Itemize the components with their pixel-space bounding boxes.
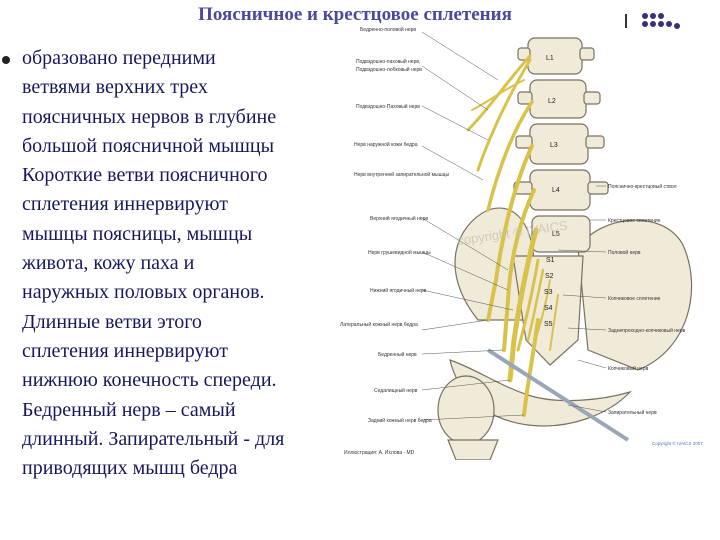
figure-label: Половой нерв	[608, 249, 641, 256]
figure-label: Копчиковое сплетение	[608, 296, 661, 302]
body-line: живота, кожу паха и	[22, 252, 195, 275]
body-line: образовано передними	[22, 47, 216, 69]
figure-label: Нерв внутренней запирательной мышцы	[354, 171, 449, 178]
slide-title: Поясничное и крестцовое сплетения	[198, 4, 512, 25]
instrument-rod	[486, 348, 630, 442]
corner-decoration-icon	[625, 13, 680, 29]
figure-label: Заднепроходно-копчиковый нерв	[608, 327, 686, 334]
body-line: ветвями верхних трех	[22, 76, 208, 99]
figure-label: Подвздошно-паховый нерв,	[356, 58, 420, 65]
figure-label: Нерв наружной кожи бедра	[354, 141, 418, 148]
body-line: наружных половых органов.	[22, 281, 265, 304]
body-line: сплетения иннервируют	[22, 339, 228, 362]
figure-label: Подвздошно-лобковый нерв	[356, 66, 422, 73]
body-line: нижнюю конечность спереди.	[22, 369, 277, 392]
figure-label: Нерв грушевидной мышцы	[368, 249, 431, 256]
figure-label: Копчиковый нерв	[608, 365, 649, 372]
figure-label: Пояснично-крестцовый ствол	[608, 183, 677, 190]
vertebral-column	[513, 37, 609, 253]
lumbosacral-plexus-illustration: L1 L2 L3 L4 L5 S1 S2 S3 S4 S5 Бедренно-п…	[340, 26, 703, 460]
figure-label: Бедренный нерв	[378, 351, 417, 358]
bullet-icon	[2, 56, 10, 64]
figure-label: Запирательный нерв	[608, 409, 657, 416]
vertebra-label: L1	[546, 55, 554, 62]
figure-label: Задний кожный нерв бедра	[368, 417, 432, 424]
body-line: поясничных нервов в глубине	[22, 105, 277, 128]
vertebra-label: S3	[544, 289, 553, 296]
copyright-note: Copyright © IVAICS 2007	[652, 440, 703, 446]
body-line: сплетения иннервируют	[22, 193, 228, 216]
body-text: образовано передними ветвями верхних тре…	[22, 44, 328, 484]
body-line: приводящих мышц бедра	[22, 457, 238, 480]
vertebra-label: S1	[546, 257, 555, 264]
body-line: мышцы поясницы, мышцы	[22, 222, 253, 245]
vertebra-label: L2	[548, 98, 556, 105]
vertebra-label: S5	[544, 321, 553, 328]
body-line: Длинные ветви этого	[22, 310, 202, 333]
vertebra-label: L4	[552, 187, 560, 194]
body-line: Бедренный нерв – самый	[22, 398, 236, 421]
vertebra-label: L5	[552, 231, 560, 238]
nerve-paths	[466, 54, 559, 417]
figure-label: Верхний ягодичный нерв	[370, 215, 428, 222]
vertebra-label: L3	[550, 142, 558, 149]
figure-label: Нижний ягодичный нерв	[370, 287, 427, 294]
body-line: длинный. Запирательный - для	[22, 427, 285, 450]
body-line: Короткие ветви поясничного	[22, 164, 268, 187]
figure-label: Крестцовое сплетение	[608, 218, 661, 224]
vertebra-label: S2	[545, 273, 554, 280]
figure-label: Бедренно-половой нерв	[360, 26, 416, 33]
body-line: большой поясничной мышцы	[22, 134, 275, 157]
vertebra-label: S4	[544, 305, 553, 312]
illustrator-credit: Иллюстрация: А. Ихлова - MD	[344, 450, 415, 456]
figure-label: Седалищный нерв	[374, 387, 418, 394]
figure-label: Подвздошно-Паховый нерв	[356, 103, 420, 110]
figure-label: Латеральный кожный нерв бедра	[340, 321, 418, 328]
